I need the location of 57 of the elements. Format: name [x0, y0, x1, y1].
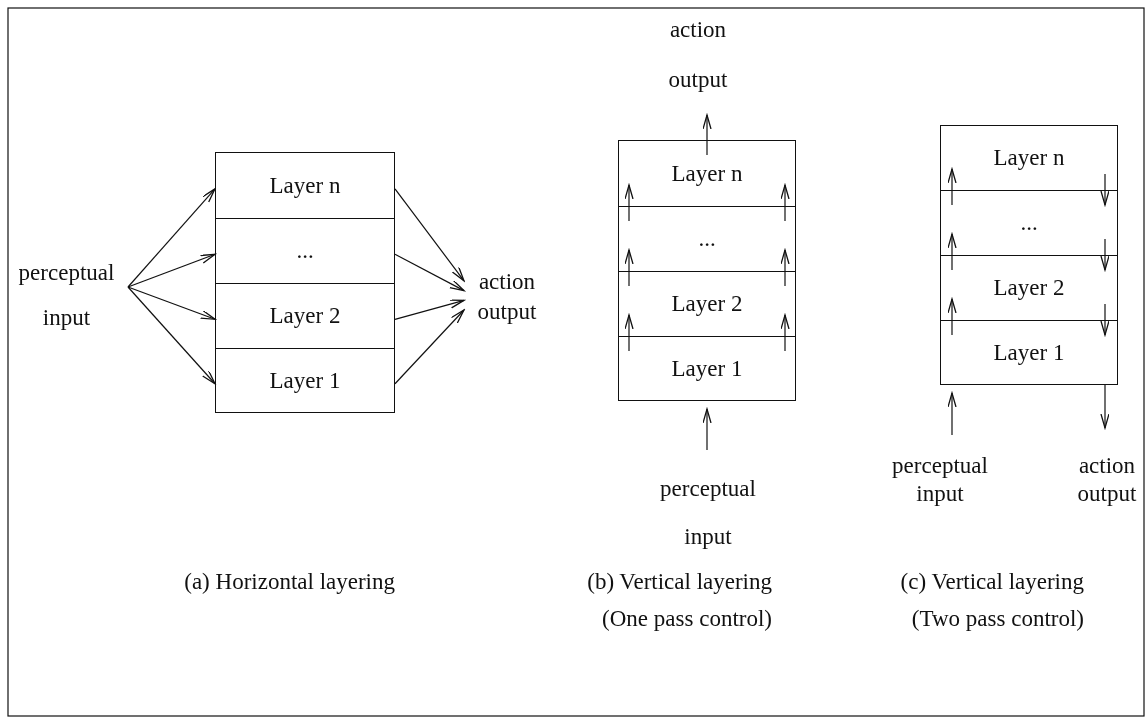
- arrow: [702, 114, 712, 156]
- layer-box: [940, 190, 1118, 256]
- arrow: [624, 249, 634, 287]
- layer-label: Layer 1: [993, 338, 1065, 367]
- layer-box: [618, 336, 796, 401]
- arrow: [780, 184, 790, 222]
- layer-label: Layer 2: [671, 290, 743, 318]
- arrow: [127, 253, 216, 288]
- arrow: [947, 392, 957, 436]
- arrow: [1100, 238, 1110, 271]
- arrow: [1100, 173, 1110, 206]
- layer-label: Layer 2: [993, 274, 1065, 302]
- arrow: [127, 286, 216, 320]
- layer-label: ...: [698, 225, 716, 253]
- arrow: [1100, 384, 1110, 429]
- layer-label: Layer n: [269, 171, 341, 200]
- arrow: [127, 286, 216, 385]
- layer-label: Layer 2: [269, 302, 341, 330]
- layer-label: Layer n: [993, 144, 1065, 172]
- arrow: [394, 253, 465, 292]
- caption: (b) Vertical layering (One pass control): [586, 568, 772, 633]
- io-label: action output: [1077, 452, 1137, 508]
- layer-box: [940, 125, 1118, 191]
- arrow: [780, 314, 790, 352]
- caption: (a) Horizontal layering: [183, 568, 395, 596]
- layer-box: [940, 320, 1118, 385]
- layer-label: Layer 1: [269, 366, 341, 395]
- layer-box: [215, 218, 395, 284]
- arrow: [394, 188, 465, 282]
- arrow: [947, 233, 957, 271]
- layer-label: Layer 1: [671, 354, 743, 383]
- layer-box: [618, 271, 796, 337]
- io-label: perceptual input: [660, 475, 756, 551]
- caption: (c) Vertical layering (Two pass control): [899, 568, 1084, 633]
- layer-box: [618, 206, 796, 272]
- arrow: [947, 298, 957, 336]
- layer-label: Layer n: [671, 159, 743, 188]
- arrow: [394, 309, 465, 385]
- io-label: perceptual input: [892, 452, 988, 508]
- layer-box: [215, 348, 395, 413]
- arrow: [780, 249, 790, 287]
- arrow: [624, 184, 634, 222]
- layer-label: ...: [296, 237, 314, 265]
- arrow: [394, 299, 465, 320]
- arrow: [127, 188, 216, 288]
- io-label: action output: [477, 268, 537, 326]
- io-label: action output: [668, 16, 728, 94]
- layer-box: [215, 283, 395, 349]
- layer-label: ...: [1020, 209, 1038, 237]
- io-label: perceptual input: [18, 259, 115, 332]
- layer-box: [215, 152, 395, 219]
- layer-box: [618, 140, 796, 207]
- arrow: [702, 408, 712, 451]
- arrow: [947, 168, 957, 206]
- arrow: [624, 314, 634, 352]
- layer-box: [940, 255, 1118, 321]
- arrow: [1100, 303, 1110, 336]
